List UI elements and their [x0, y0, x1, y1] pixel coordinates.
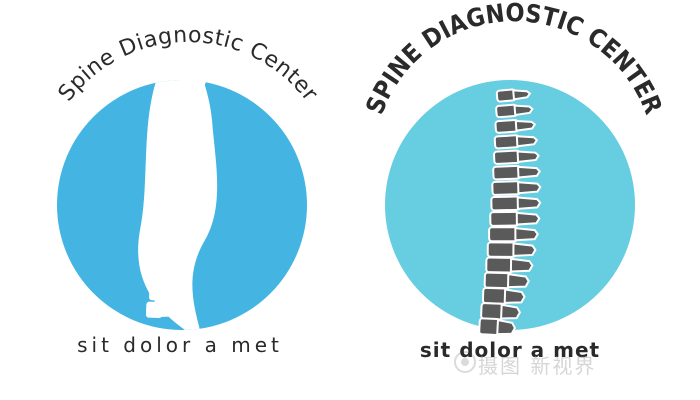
vertebra — [145, 301, 176, 319]
vertebra — [176, 79, 206, 93]
vertebra — [169, 181, 211, 197]
logo-2-spine-icon — [478, 88, 542, 337]
watermark-text: 摄图 新视界 — [478, 354, 597, 378]
vertebra — [490, 195, 542, 212]
vertebra — [171, 164, 212, 180]
vertebra — [163, 216, 204, 232]
vertebra — [152, 267, 188, 284]
vertebra — [175, 113, 211, 128]
vertebra — [156, 250, 194, 266]
vertebra — [493, 149, 540, 165]
logo-1-spine-icon — [145, 79, 213, 319]
vertebra — [159, 233, 199, 249]
logo-2-tagline: sit dolor a met — [419, 338, 601, 362]
vertebra — [495, 103, 534, 119]
vertebra — [174, 130, 212, 145]
vertebra — [483, 271, 530, 290]
vertebra — [176, 96, 209, 110]
vertebra — [492, 164, 541, 181]
vertebra — [485, 256, 534, 274]
camera-lens-icon — [454, 351, 476, 373]
vertebra — [488, 226, 539, 243]
vertebra — [489, 210, 541, 227]
vertebra — [480, 302, 522, 321]
vertebra — [173, 147, 213, 163]
vertebra — [149, 284, 182, 301]
vertebra — [491, 180, 542, 196]
vertebra — [166, 199, 208, 214]
logo-2: SPINE DIAGNOSTIC CENTER — [360, 0, 668, 337]
vertebra — [493, 134, 539, 150]
vertebra — [495, 88, 532, 103]
vertebra — [478, 317, 517, 337]
vertebra — [494, 119, 537, 134]
logo-1-tagline: sit dolor a met — [77, 333, 283, 357]
logo-1: Spine Diagnostic Center — [54, 23, 322, 330]
vertebra — [486, 241, 537, 258]
vertebra — [481, 286, 526, 305]
